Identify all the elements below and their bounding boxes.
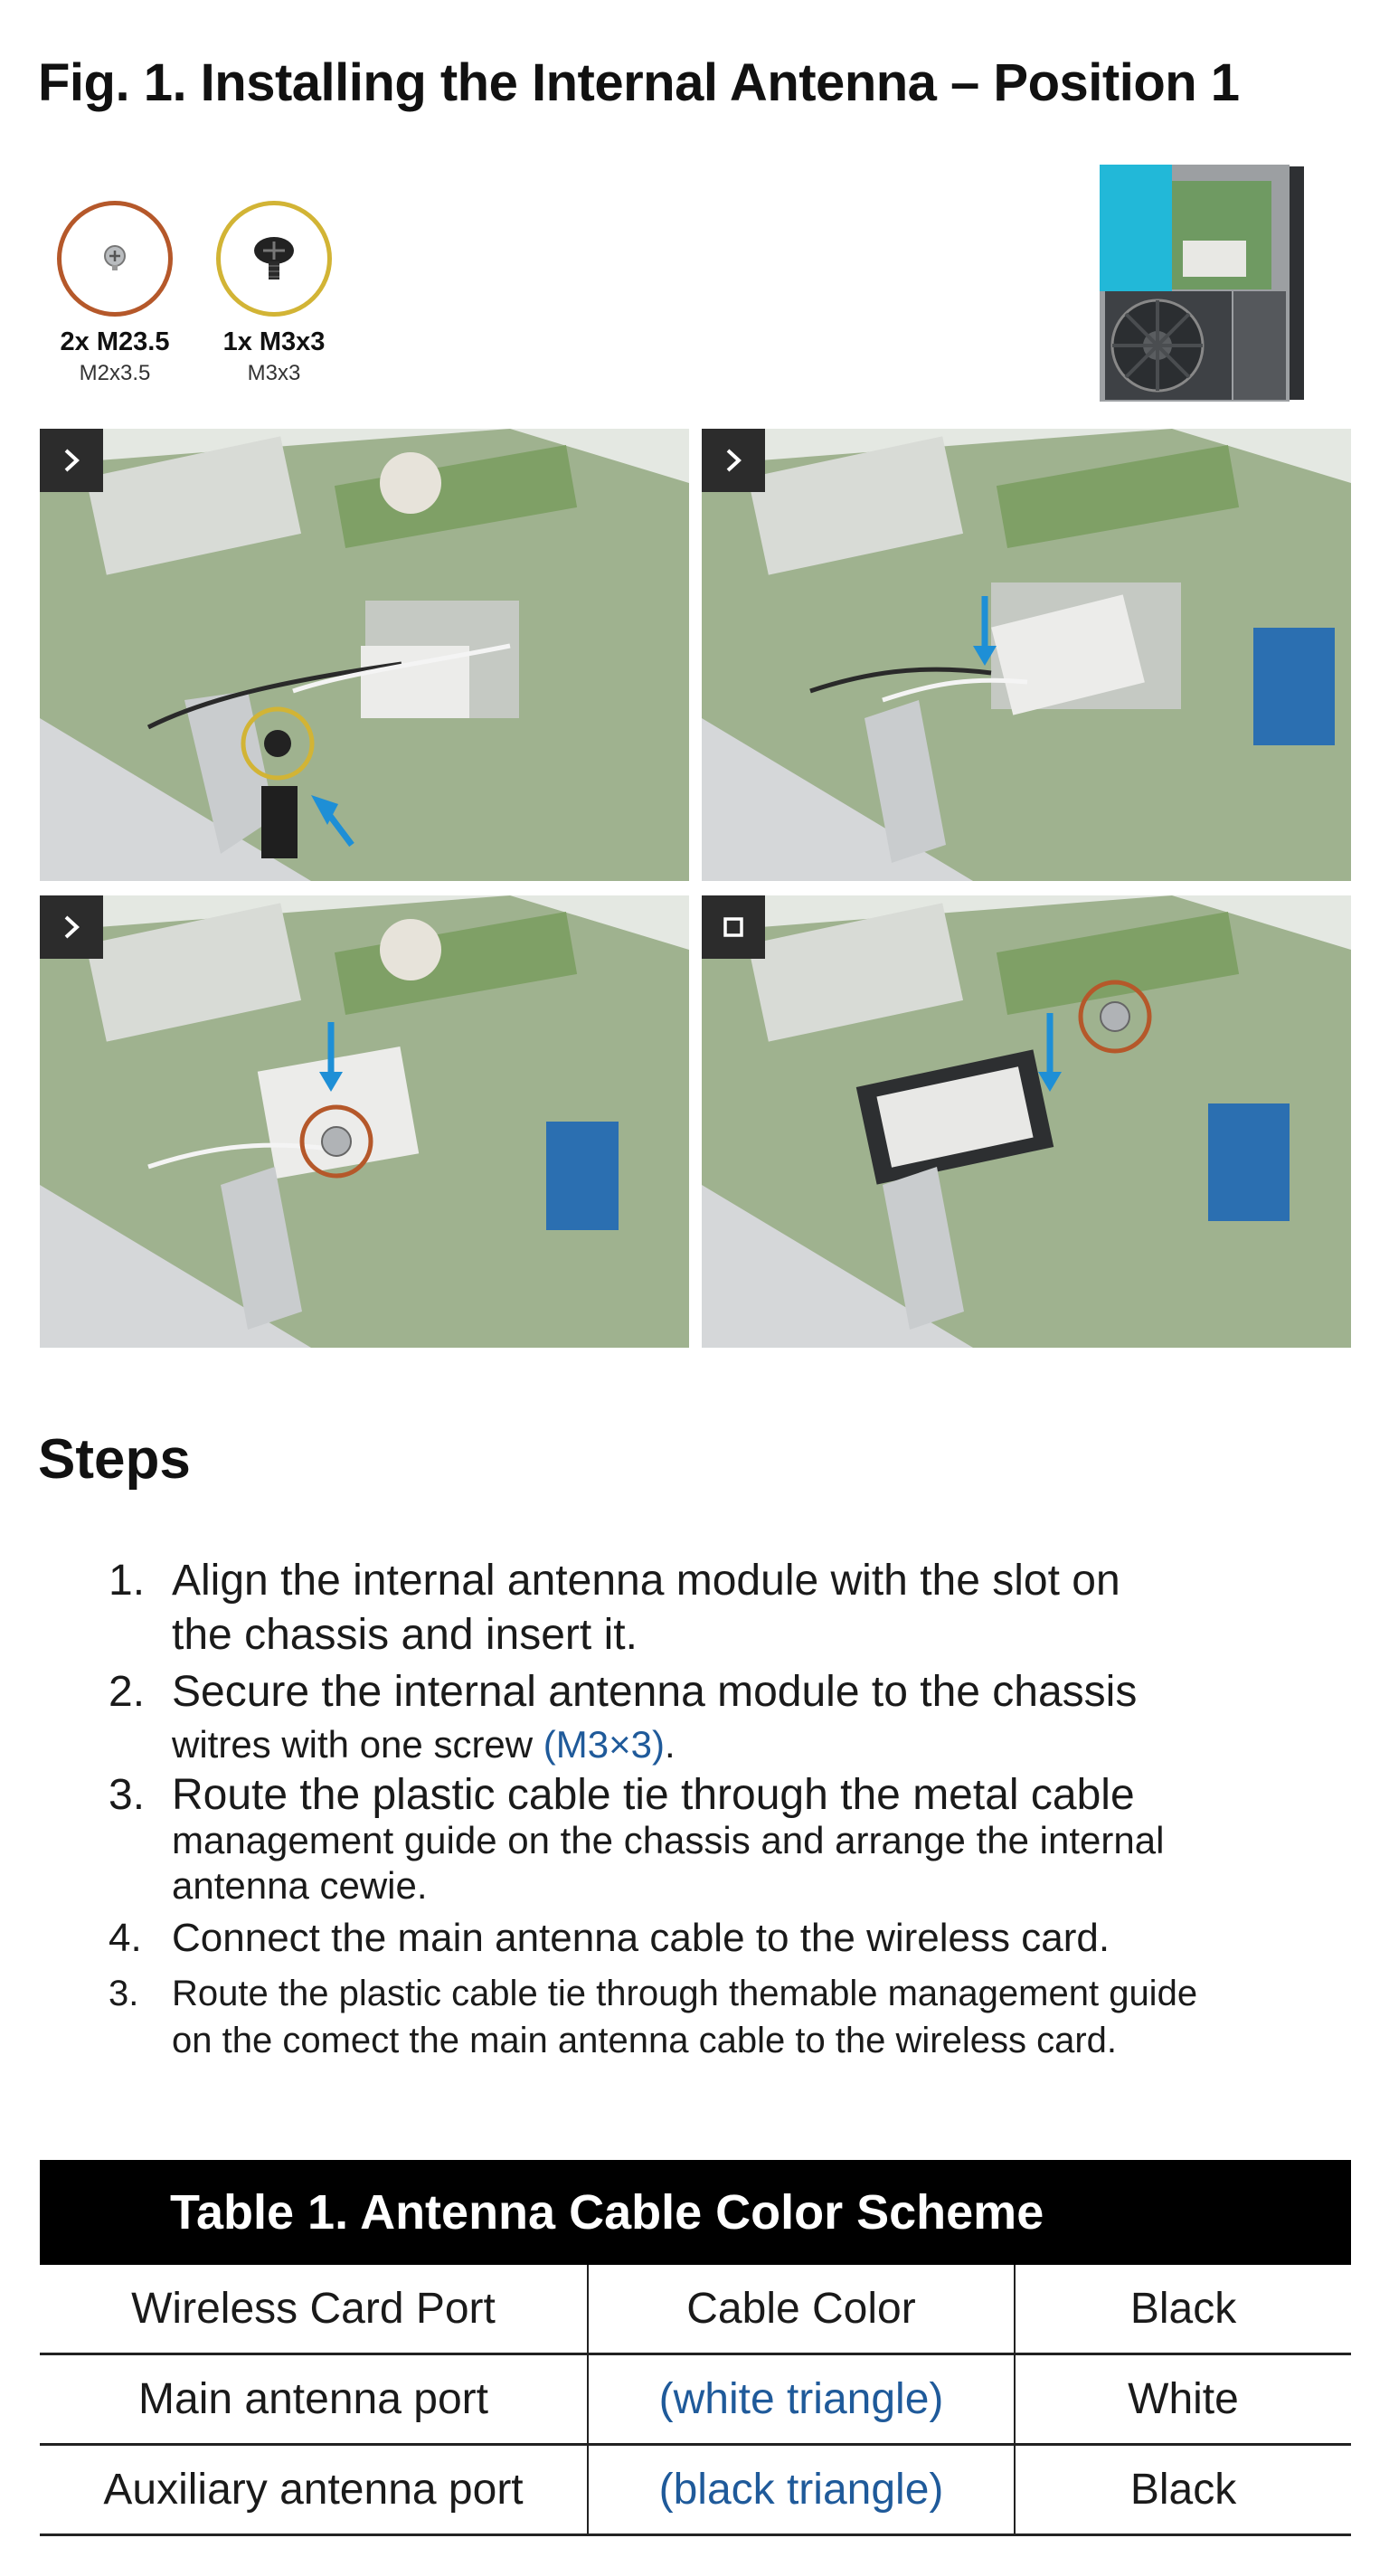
illustration-panel-1 xyxy=(40,429,689,881)
table-cell: Main antenna port xyxy=(40,2353,588,2446)
chevron-right-icon xyxy=(726,449,742,472)
illustration-panel-4 xyxy=(702,895,1351,1348)
step-text-line: management guide on the chassis and arra… xyxy=(172,1819,1165,1861)
screw-ring-yellow xyxy=(216,201,332,317)
table-cell: Wireless Card Port xyxy=(40,2265,588,2355)
figure-title: Fig. 1. Installing the Internal Antenna … xyxy=(38,53,1240,112)
screw-reference: (M3×3) xyxy=(543,1723,665,1766)
step-number: 3. xyxy=(109,1771,146,1819)
screw-size-label: M2x3.5 xyxy=(79,361,151,385)
table-caption: Table 1. Antenna Cable Color Scheme xyxy=(40,2160,1351,2265)
computer-location-thumbnail xyxy=(1092,163,1309,407)
step-number: 4. xyxy=(109,1916,142,1960)
cable-connect-illustration xyxy=(702,895,1351,1348)
step-text-line: Route the plastic cable tie through the … xyxy=(172,1771,1135,1819)
cable-route-illustration xyxy=(702,429,1351,881)
illustration-panel-3 xyxy=(40,895,689,1348)
step-number: 3. xyxy=(109,1974,139,2013)
table-row: Auxiliary antenna port (black triangle) … xyxy=(40,2444,1351,2536)
table-cell: Auxiliary antenna port xyxy=(40,2444,588,2536)
step-text-line: Secure the internal antenna module to th… xyxy=(172,1668,1138,1716)
table-cell: (black triangle) xyxy=(658,2466,944,2514)
screw-size-label: M3x3 xyxy=(247,361,301,385)
screw-count-label: 2x M23.5 xyxy=(60,327,170,356)
steps-heading: Steps xyxy=(38,1428,191,1491)
step-text-line: Route the plastic cable tie through them… xyxy=(172,1974,1198,2013)
antenna-insert-illustration xyxy=(40,429,689,881)
table-cell: (white triangle) xyxy=(658,2375,944,2423)
step-text-line: antenna cewie. xyxy=(172,1864,428,1907)
screw-ring-orange xyxy=(57,201,173,317)
screw-count-label: 1x M3x3 xyxy=(222,327,326,356)
step-number: 2. xyxy=(109,1668,146,1716)
table-cell: Black xyxy=(1014,2444,1351,2536)
next-step-badge xyxy=(40,429,103,492)
table-cell: Black xyxy=(1014,2265,1351,2355)
final-step-badge xyxy=(702,895,765,959)
pan-head-screw-icon xyxy=(254,237,294,279)
screw-legend-m2x3-5: 2x M23.5 M2x3.5 xyxy=(47,201,183,386)
square-stop-icon xyxy=(723,917,743,937)
screw-secure-illustration xyxy=(40,895,689,1348)
table-row: Main antenna port (white triangle) White xyxy=(40,2353,1351,2446)
table-cell: White xyxy=(1014,2353,1351,2446)
chevron-right-icon xyxy=(64,449,80,472)
table-row: Wireless Card Port Cable Color Black xyxy=(40,2265,1351,2355)
step-number: 1. xyxy=(109,1557,146,1605)
step-text-line: on the comect the main antenna cable to … xyxy=(172,2021,1118,2060)
illustration-panel-2 xyxy=(702,429,1351,881)
antenna-color-table: Table 1. Antenna Cable Color Scheme Wire… xyxy=(40,2160,1351,2536)
step-text-line: Connect the main antenna cable to the wi… xyxy=(172,1916,1110,1960)
step-text-line: witres with one screw xyxy=(172,1723,543,1766)
chevron-right-icon xyxy=(64,915,80,939)
color-scheme-table: Wireless Card Port Cable Color Black Mai… xyxy=(40,2265,1351,2536)
table-cell: Cable Color xyxy=(587,2265,1015,2355)
screw-legend-m3x3: 1x M3x3 M3x3 xyxy=(206,201,342,386)
next-step-badge xyxy=(40,895,103,959)
step-text-line: the chassis and insert it. xyxy=(172,1611,638,1659)
flat-head-screw-icon xyxy=(104,245,126,270)
next-step-badge xyxy=(702,429,765,492)
step-text-tail: . xyxy=(665,1723,676,1766)
step-text-line: Align the internal antenna module with t… xyxy=(172,1557,1120,1605)
